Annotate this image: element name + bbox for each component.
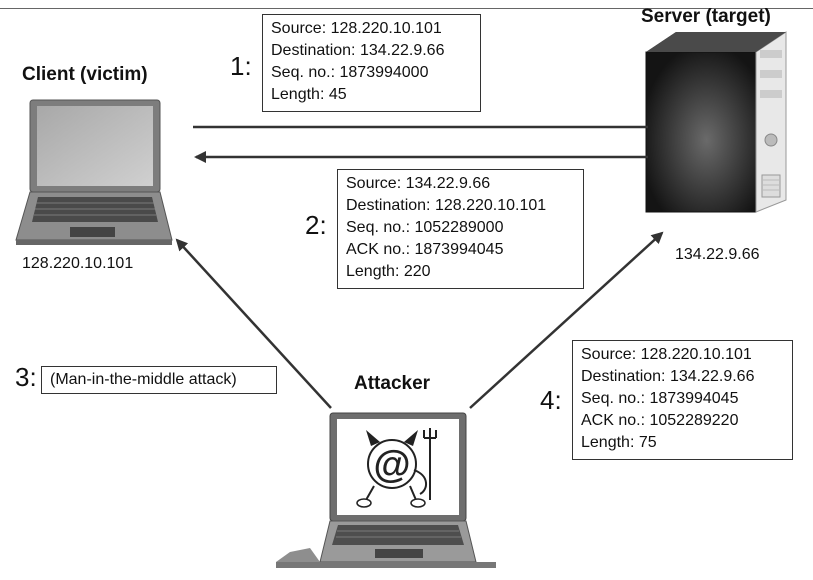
svg-text:@: @ — [373, 444, 410, 486]
arrow-4-attacker-to-server — [469, 231, 664, 409]
server-tower-icon — [645, 31, 787, 213]
packet-1-seq: Seq. no.: 1873994000 — [271, 64, 429, 81]
packet-1-step: 1: — [230, 51, 252, 81]
attacker-title: Attacker — [354, 373, 431, 394]
packet-2-source: Source: 134.22.9.66 — [346, 175, 491, 192]
packet-4-destination: Destination: 134.22.9.66 — [581, 368, 755, 385]
packet-2-box: Source: 134.22.9.66 Destination: 128.220… — [337, 169, 584, 289]
arrow-3-attacker-to-client — [175, 238, 332, 409]
packet-3-step: 3: — [15, 362, 37, 392]
packet-4-length: Length: 75 — [581, 434, 657, 451]
packet-2-destination: Destination: 128.220.10.101 — [346, 197, 547, 214]
packet-1-source: Source: 128.220.10.101 — [271, 20, 442, 37]
packet-4-box: Source: 128.220.10.101 Destination: 134.… — [572, 340, 793, 460]
packet-2-seq: Seq. no.: 1052289000 — [346, 219, 504, 236]
packet-4-seq: Seq. no.: 1873994045 — [581, 390, 739, 407]
client-ip: 128.220.10.101 — [22, 255, 134, 272]
server-title: Server (target) — [641, 6, 771, 27]
packet-1-box: Source: 128.220.10.101 Destination: 134.… — [262, 14, 481, 112]
attacker-laptop-icon: @ — [276, 412, 496, 568]
packet-3-box: (Man-in-the-middle attack) — [41, 366, 277, 394]
packet-4-step: 4: — [540, 385, 562, 415]
packet-4-source: Source: 128.220.10.101 — [581, 346, 752, 363]
packet-2-length: Length: 220 — [346, 263, 431, 280]
server-ip: 134.22.9.66 — [675, 246, 760, 263]
packet-1-length: Length: 45 — [271, 86, 347, 103]
packet-1-destination: Destination: 134.22.9.66 — [271, 42, 445, 59]
client-title: Client (victim) — [22, 64, 148, 85]
packet-2-ack: ACK no.: 1873994045 — [346, 241, 504, 258]
devil-at-sign-icon: @ — [356, 428, 437, 508]
packet-2-step: 2: — [305, 210, 327, 240]
client-laptop-icon — [15, 99, 173, 245]
top-rule — [0, 8, 813, 9]
packet-4-ack: ACK no.: 1052289220 — [581, 412, 739, 429]
packet-3-note: (Man-in-the-middle attack) — [50, 371, 237, 388]
